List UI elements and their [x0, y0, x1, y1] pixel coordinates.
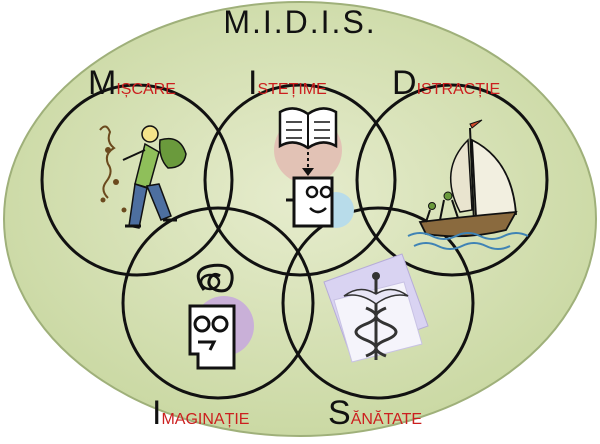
ring-imaginatie	[121, 206, 315, 400]
label-imaginatie: IMAGINAȚIE	[152, 394, 249, 433]
ring-distractie	[355, 83, 549, 277]
label-miscare-initial: M	[88, 64, 117, 102]
label-miscare: MIȘCARE	[88, 64, 176, 103]
label-istetime-initial: I	[248, 64, 258, 102]
ring-istetime	[203, 83, 397, 277]
label-distractie: DISTRACȚIE	[392, 64, 500, 103]
label-sanatate: SĂNĂTATE	[328, 394, 422, 433]
book-reader-icon	[274, 107, 354, 228]
venn-rings	[40, 83, 549, 400]
ring-sanatate	[281, 206, 475, 400]
label-distractie-initial: D	[392, 64, 417, 102]
label-istetime-rest: STEȚIME	[257, 81, 327, 98]
label-miscare-rest: IȘCARE	[116, 81, 176, 98]
label-imaginatie-initial: I	[152, 394, 162, 432]
ring-miscare	[40, 83, 234, 277]
label-istetime: ISTEȚIME	[248, 64, 327, 103]
label-sanatate-initial: S	[328, 394, 351, 432]
thinking-head-icon	[188, 263, 254, 370]
label-sanatate-rest: ĂNĂTATE	[350, 411, 423, 428]
caduceus-icon	[323, 253, 429, 363]
sailboat-icon	[407, 119, 529, 250]
hiker-icon	[99, 125, 187, 229]
page-title: M.I.D.I.S.	[223, 4, 377, 40]
label-distractie-rest: ISTRACȚIE	[416, 81, 501, 98]
label-imaginatie-rest: MAGINAȚIE	[161, 411, 250, 428]
